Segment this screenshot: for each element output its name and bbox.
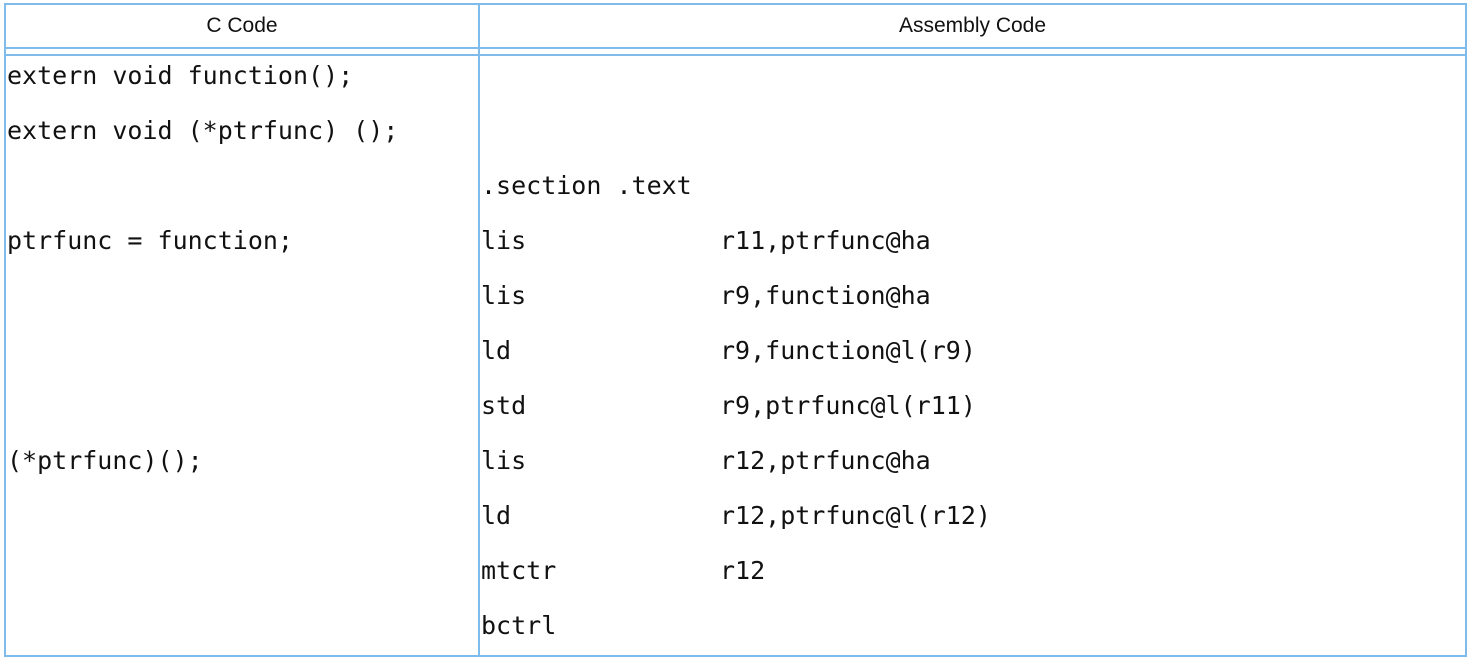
asm-operand: r9,function@l(r9) [720,336,976,365]
c-code-line: extern void (*ptrfunc) (); [7,116,399,145]
column-divider [478,5,480,655]
c-code-header: C Code [206,14,278,37]
asm-opcode: lis [481,446,527,475]
asm-operand: r12 [720,556,766,585]
header-divider [6,47,1465,49]
asm-operand: r12,ptrfunc@l(r12) [720,501,991,530]
asm-opcode: mtctr [481,556,557,585]
c-code-line: (*ptrfunc)(); [7,446,203,475]
asm-opcode: lis [481,281,527,310]
assembly-code-header: Assembly Code [898,14,1047,37]
code-comparison-table: C Code Assembly Code [4,3,1467,657]
header-divider-double [6,54,1465,56]
asm-opcode: ld [481,501,512,530]
asm-opcode: ld [481,336,512,365]
c-code-line: extern void function(); [7,61,354,90]
asm-operand: r9,function@ha [720,281,931,310]
asm-opcode: lis [481,226,527,255]
asm-opcode: bctrl [481,611,557,640]
c-code-line: ptrfunc = function; [7,226,293,255]
asm-operand: r9,ptrfunc@l(r11) [720,391,976,420]
asm-operand: r12,ptrfunc@ha [720,446,931,475]
asm-opcode: std [481,391,527,420]
asm-section-directive: .section .text [481,171,692,200]
asm-operand: r11,ptrfunc@ha [720,226,931,255]
